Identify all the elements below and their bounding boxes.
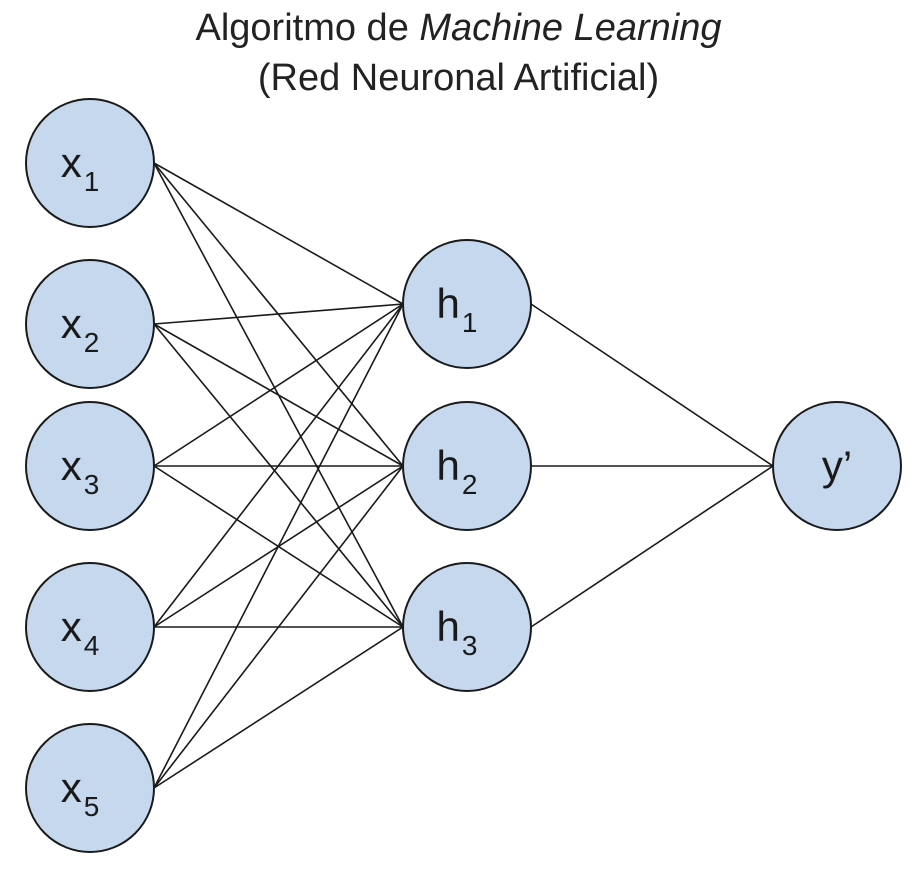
node-circle (25, 562, 155, 692)
node-subscript: 2 (462, 469, 478, 500)
node-h3: h3 (402, 562, 532, 692)
node-label: h2 (437, 442, 478, 500)
diagram-subtitle: (Red Neuronal Artificial) (257, 57, 660, 99)
node-x5: x5 (25, 723, 155, 853)
edge-x1-h1 (153, 162, 404, 305)
node-label: h3 (437, 603, 478, 661)
node-subscript: 3 (84, 469, 100, 500)
edge-x4-h1 (153, 303, 404, 628)
edge-x2-h3 (153, 323, 404, 628)
node-label: y’ (822, 442, 852, 489)
node-circle (402, 239, 532, 369)
node-label: h1 (437, 280, 478, 338)
node-symbol: h (437, 603, 460, 650)
node-subscript: 5 (84, 791, 100, 822)
node-h2: h2 (402, 401, 532, 531)
node-circle (25, 259, 155, 389)
edge-x2-h2 (153, 323, 404, 467)
node-symbol: x (61, 300, 82, 347)
node-label: x5 (61, 764, 100, 822)
node-subscript: 3 (462, 630, 478, 661)
node-symbol: x (61, 603, 82, 650)
node-subscript: 4 (84, 630, 100, 661)
node-subscript: 2 (84, 327, 100, 358)
node-label: x1 (61, 139, 100, 197)
node-circle (402, 562, 532, 692)
diagram-title: Algoritmo de Machine Learning (0, 6, 917, 50)
node-symbol: x (61, 442, 82, 489)
node-symbol: x (61, 139, 82, 186)
edge-x5-h1 (153, 303, 404, 789)
edge-h3-y (530, 465, 774, 628)
node-x4: x4 (25, 562, 155, 692)
node-symbol: x (61, 764, 82, 811)
node-symbol: h (437, 280, 460, 327)
node-label: x3 (61, 442, 100, 500)
edge-x5-h2 (153, 465, 404, 789)
node-h1: h1 (402, 239, 532, 369)
node-symbol: y’ (822, 442, 852, 489)
node-circle (772, 401, 902, 531)
node-subscript: 1 (462, 307, 478, 338)
edge-x5-h3 (153, 626, 404, 789)
connections-layer (153, 162, 774, 789)
edge-h1-y (530, 303, 774, 467)
node-circle (402, 401, 532, 531)
node-symbol: h (437, 442, 460, 489)
node-label: x4 (61, 603, 100, 661)
node-subscript: 1 (84, 166, 100, 197)
node-circle (25, 723, 155, 853)
node-label: x2 (61, 300, 100, 358)
node-y: y’ (772, 401, 902, 531)
node-x2: x2 (25, 259, 155, 389)
node-x3: x3 (25, 401, 155, 531)
node-circle (25, 98, 155, 228)
title-prefix: Algoritmo de (195, 7, 420, 49)
node-circle (25, 401, 155, 531)
title-emphasis: Machine Learning (419, 7, 722, 49)
edge-x3-h1 (153, 303, 404, 467)
edge-x2-h1 (153, 303, 404, 325)
node-x1: x1 (25, 98, 155, 228)
